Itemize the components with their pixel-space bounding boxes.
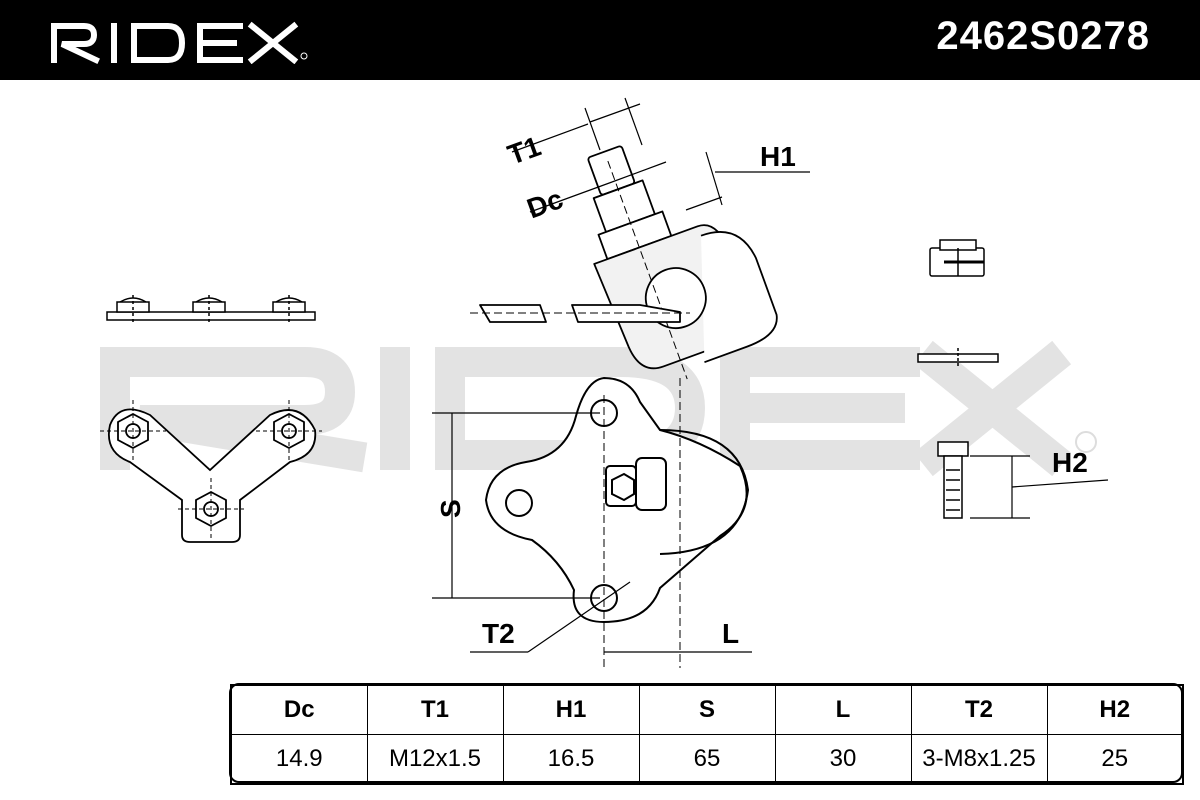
header-t2: T2 xyxy=(910,684,1048,735)
spec-table-value-row: 14.9 M12x1.5 16.5 65 30 3-M8x1.25 25 xyxy=(230,734,1184,785)
header-bar: 2462S0278 xyxy=(0,0,1200,80)
value-t2: 3-M8x1.25 xyxy=(910,734,1048,785)
t1-label: T1 xyxy=(504,130,545,170)
value-l: 30 xyxy=(774,734,912,785)
s-label: S xyxy=(435,499,466,518)
dimension-lines-top xyxy=(511,97,810,213)
dc-label: Dc xyxy=(523,183,567,224)
header-dc: Dc xyxy=(230,684,368,735)
l-label: L xyxy=(722,618,739,649)
t2-label: T2 xyxy=(482,618,515,649)
header-s: S xyxy=(638,684,776,735)
h1-label: H1 xyxy=(760,141,796,172)
header-t1: T1 xyxy=(366,684,504,735)
value-t1: M12x1.5 xyxy=(366,734,504,785)
part-number: 2462S0278 xyxy=(936,14,1150,58)
bolt-icon xyxy=(937,441,969,519)
spec-table-header-row: Dc T1 H1 S L T2 H2 xyxy=(230,684,1184,735)
header-h1: H1 xyxy=(502,684,640,735)
ball-joint-side-view xyxy=(470,145,778,380)
value-h1: 16.5 xyxy=(502,734,640,785)
washer-icon xyxy=(917,348,999,368)
value-s: 65 xyxy=(638,734,776,785)
bracket-top-view xyxy=(100,400,322,543)
nut-icon xyxy=(929,239,985,277)
h2-label: H2 xyxy=(1052,447,1088,478)
value-h2: 25 xyxy=(1046,734,1184,785)
dimension-lines-h2 xyxy=(970,455,1109,519)
bracket-side-view xyxy=(106,295,316,325)
ball-joint-front-view xyxy=(484,376,750,668)
dimension-lines-front xyxy=(432,412,752,653)
registered-mark-icon xyxy=(1075,431,1097,453)
technical-drawing: T1 Dc H1 H2 xyxy=(100,97,1109,668)
value-dc: 14.9 xyxy=(230,734,368,785)
header-l: L xyxy=(774,684,912,735)
ridex-logo xyxy=(50,20,310,64)
header-h2: H2 xyxy=(1046,684,1184,735)
spec-table: Dc T1 H1 S L T2 H2 14.9 M12x1.5 16.5 65 … xyxy=(230,684,1184,785)
